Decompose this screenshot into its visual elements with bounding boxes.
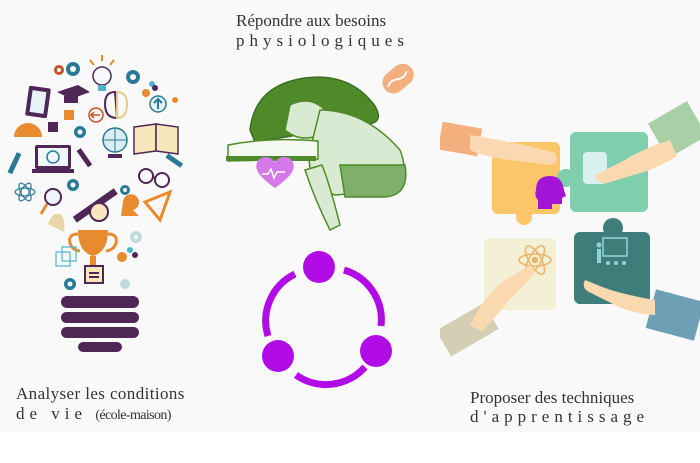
hands-puzzle-icon	[440, 101, 700, 357]
cycle-node-top	[303, 251, 335, 283]
idea-bulb-icon	[89, 55, 115, 91]
hand-bottom-right	[583, 280, 655, 315]
bell-icon	[48, 213, 65, 232]
gear-icon	[66, 62, 80, 76]
cycle-icon	[262, 251, 392, 388]
protractor-icon	[14, 123, 42, 137]
top-label-line1: Répondre aux besoins	[236, 11, 387, 30]
top-label-line2: physiologiques	[236, 31, 409, 50]
back-arrow-icon	[88, 107, 104, 123]
molecule-icon	[142, 89, 150, 97]
gear-icon	[54, 65, 64, 75]
hand-top-left	[470, 135, 557, 165]
lightbulb-education-icon	[7, 55, 184, 352]
trophy-icon	[68, 230, 118, 284]
bulb-base	[61, 296, 139, 352]
right-label-line1: Proposer des techniques	[470, 388, 635, 407]
atom-icon	[14, 182, 36, 202]
brain-head-icon	[535, 176, 566, 209]
pencil-icon	[7, 152, 22, 175]
globe-icon	[102, 127, 128, 158]
brain-icon	[103, 90, 129, 120]
diagram-canvas	[0, 0, 700, 432]
book-icon	[133, 123, 179, 155]
microscope-icon	[121, 194, 139, 216]
hand-bottom-left	[470, 265, 535, 332]
pencil-icon	[76, 148, 93, 168]
puzzle-icon	[64, 110, 74, 120]
glasses-icon	[138, 168, 170, 188]
tired-person-icon	[226, 63, 414, 232]
left-label-line1: Analyser les conditions	[16, 384, 185, 403]
set-square-icon	[142, 189, 173, 223]
graduation-cap-icon	[57, 85, 90, 99]
left-label-line2: de vie (école-maison)	[16, 403, 171, 426]
cycle-node-left	[262, 340, 294, 372]
left-label-school-home: (école-maison)	[95, 408, 171, 423]
cube-icon	[55, 251, 71, 267]
laptop-icon	[32, 145, 74, 173]
heart-icon	[256, 156, 294, 188]
atom-icon	[518, 245, 552, 275]
pencil-icon	[165, 153, 184, 168]
clock-icon	[89, 202, 109, 222]
right-label-line2: d'apprentissage	[470, 407, 650, 426]
left-label-de-vie: de vie	[16, 404, 88, 423]
hand-top-right	[595, 140, 677, 184]
gear-icon	[126, 70, 140, 84]
cycle-node-right	[360, 335, 392, 367]
hotdog-icon	[382, 63, 414, 94]
magnifier-icon	[39, 188, 62, 215]
